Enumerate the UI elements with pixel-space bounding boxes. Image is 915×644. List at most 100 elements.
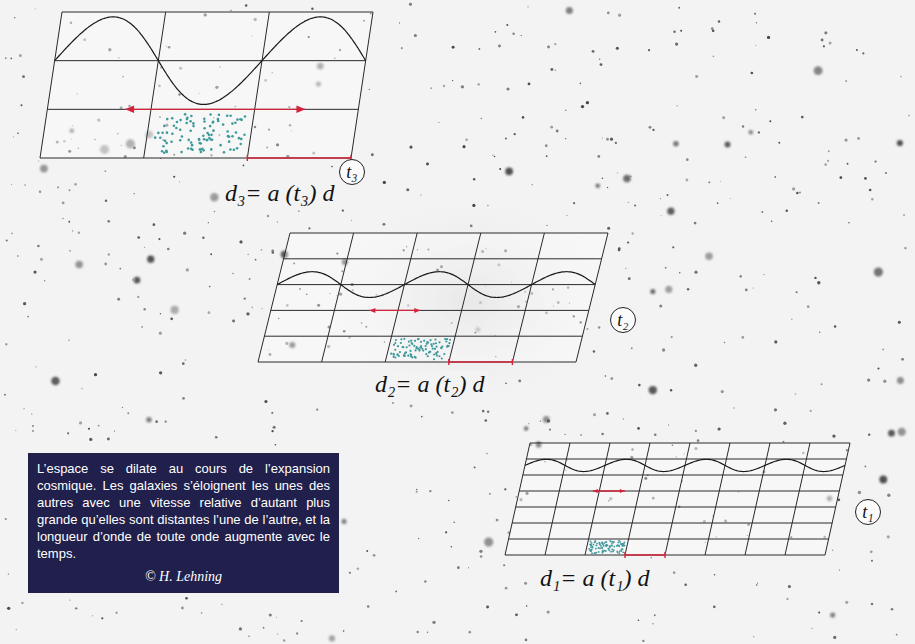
star — [13, 136, 14, 137]
star — [296, 632, 298, 634]
star — [185, 597, 188, 600]
galaxy-dot — [432, 348, 434, 350]
star — [580, 434, 582, 436]
star — [505, 587, 508, 590]
galaxy-dot — [443, 353, 445, 355]
galaxy-dot — [417, 338, 419, 340]
galaxy-dot — [226, 130, 229, 133]
galaxy-dot — [402, 346, 404, 348]
galaxy-dot — [618, 540, 620, 542]
star — [492, 155, 493, 156]
star — [556, 130, 559, 133]
star — [409, 146, 412, 149]
galaxy-dot — [393, 344, 395, 346]
galaxy-dot — [620, 550, 622, 552]
galaxy-dot — [605, 541, 607, 543]
grid-line — [530, 443, 850, 444]
star — [659, 304, 662, 307]
star — [371, 153, 374, 156]
star — [652, 129, 654, 131]
galaxy-dot — [404, 355, 406, 357]
galaxy-dot — [179, 119, 182, 122]
star — [11, 233, 13, 235]
grid-line — [258, 362, 576, 363]
star — [79, 421, 82, 424]
star — [695, 75, 698, 78]
galaxy-dot — [403, 354, 405, 356]
formula-label: d₂= a (t₂) d — [372, 372, 488, 397]
galaxy-dot — [163, 151, 166, 154]
star — [141, 326, 143, 328]
galaxy-dot — [621, 543, 623, 545]
star — [451, 546, 453, 548]
star — [117, 298, 120, 301]
star — [896, 634, 898, 636]
star — [132, 278, 135, 281]
galaxy-dot — [411, 356, 413, 358]
galaxy-dot — [601, 547, 603, 549]
star — [399, 22, 400, 23]
star — [694, 364, 697, 367]
star — [607, 227, 610, 230]
galaxy-dot — [429, 339, 431, 341]
star — [818, 202, 820, 204]
galaxy-dot — [397, 345, 399, 347]
star — [754, 13, 756, 15]
star — [593, 413, 596, 416]
star — [708, 181, 710, 183]
star — [406, 188, 409, 191]
galaxy-dot — [590, 544, 592, 546]
galaxy-dot — [411, 343, 413, 345]
star — [478, 48, 480, 50]
star — [565, 109, 567, 111]
star — [155, 420, 158, 423]
star — [484, 538, 493, 547]
grid-line — [47, 109, 358, 110]
galaxy-dot — [181, 135, 184, 138]
star — [366, 550, 368, 552]
star — [670, 389, 672, 391]
star — [383, 181, 386, 184]
star — [586, 101, 589, 104]
star — [898, 321, 901, 324]
grid-line — [277, 284, 595, 285]
star — [897, 140, 903, 146]
grid-line — [505, 443, 530, 555]
star — [143, 308, 146, 311]
star — [230, 10, 232, 12]
star — [105, 199, 108, 202]
star — [879, 476, 887, 484]
star — [518, 379, 521, 382]
star — [173, 176, 175, 178]
star — [807, 305, 810, 308]
star — [115, 612, 117, 614]
galaxy-dot — [186, 118, 189, 121]
grid-line — [512, 523, 832, 524]
star — [821, 383, 823, 385]
galaxy-dot — [198, 138, 201, 141]
star — [546, 225, 547, 226]
star — [383, 223, 386, 226]
star — [697, 439, 700, 442]
star — [487, 205, 488, 206]
star — [528, 83, 531, 86]
star — [108, 253, 110, 255]
star — [453, 521, 455, 523]
galaxy-dot — [219, 144, 222, 147]
star — [171, 306, 179, 314]
star — [329, 635, 335, 641]
galaxy-dot — [441, 357, 443, 359]
galaxy-dot — [595, 548, 597, 550]
star — [261, 249, 263, 251]
star — [182, 362, 185, 365]
galaxy-dot — [591, 552, 593, 554]
star — [98, 425, 100, 427]
galaxy-dot — [425, 348, 427, 350]
star — [810, 410, 812, 412]
galaxy-dot — [435, 353, 437, 355]
star — [573, 202, 575, 204]
galaxy-dot — [217, 118, 220, 121]
galaxy-dot — [408, 344, 410, 346]
star — [796, 291, 798, 293]
